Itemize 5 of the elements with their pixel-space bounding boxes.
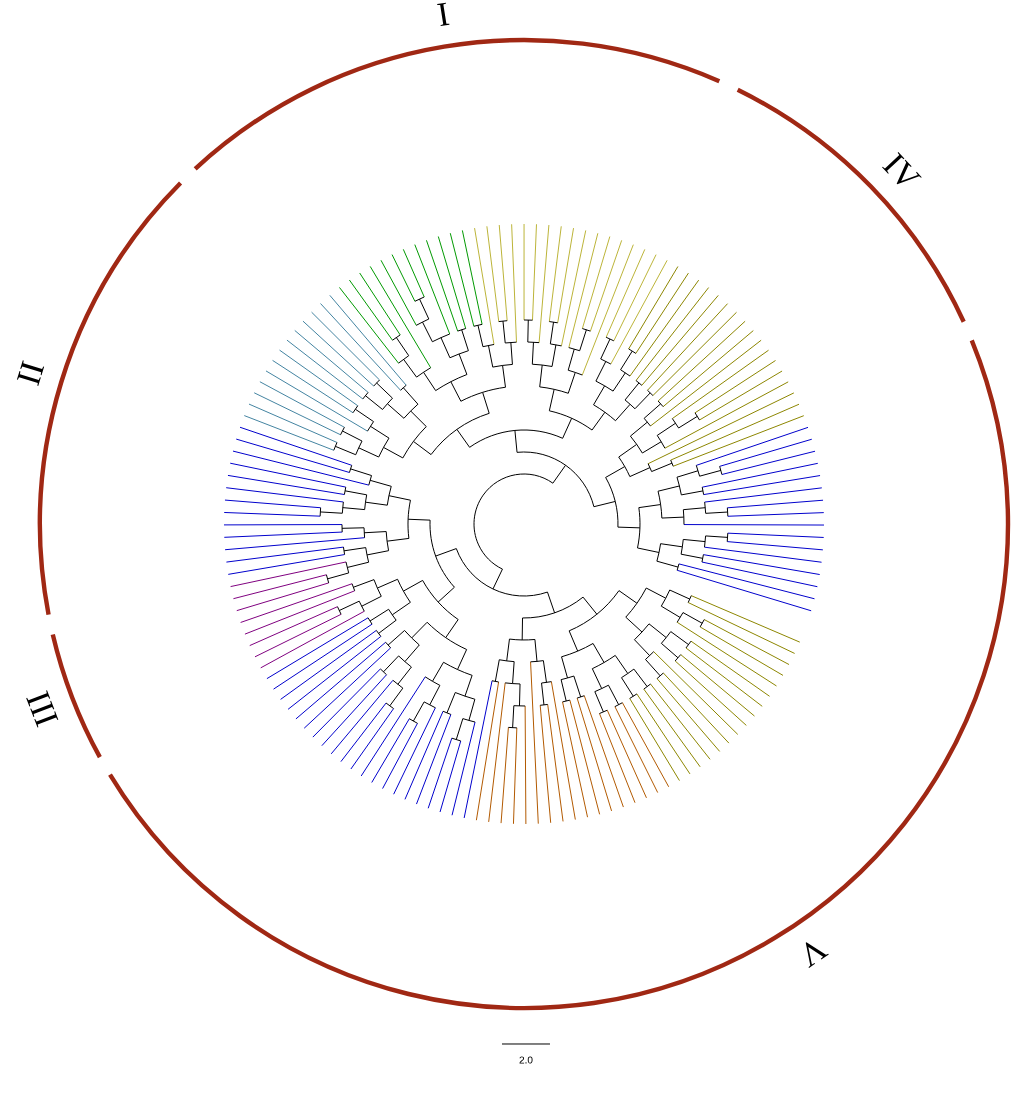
clade-label: V xyxy=(805,942,829,968)
clade-label: IV xyxy=(882,152,922,185)
clade-label: III xyxy=(26,690,59,728)
clade-label: II xyxy=(16,360,45,387)
clade-label: I xyxy=(437,2,450,27)
